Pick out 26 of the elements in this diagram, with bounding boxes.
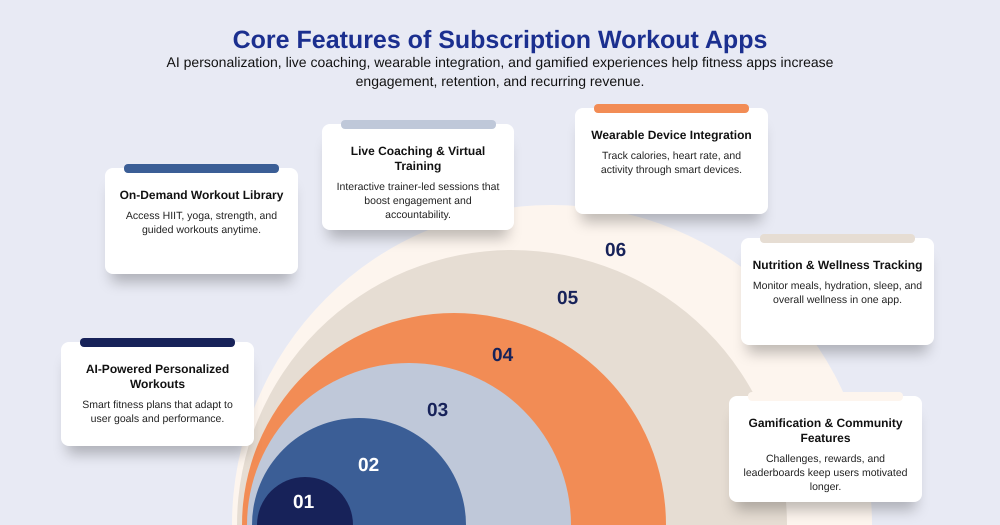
card-description: Challenges, rewards, and leaderboards keep users motivated longer. <box>742 452 908 494</box>
title: Core Features of Subscription Workout Apps <box>232 26 768 55</box>
feature-card <box>105 168 298 274</box>
card-description: Smart fitness plans that adapt to user goals and performance. <box>81 398 234 426</box>
card-heading: Gamification & Community Features <box>747 416 904 446</box>
card-description: Access HIIT, yoga, strength, and guided workouts anytime. <box>124 209 278 237</box>
step-number: 04 <box>492 345 514 367</box>
step-number: 03 <box>427 400 448 422</box>
feature-card <box>729 396 922 502</box>
card-heading: Live Coaching & Virtual Training <box>350 144 486 174</box>
step-number: 01 <box>293 492 314 514</box>
card-heading: Nutrition & Wellness Tracking <box>752 258 924 273</box>
card-heading: Wearable Device Integration <box>590 128 753 143</box>
card-heading: On-Demand Workout Library <box>118 188 284 203</box>
card-description: Interactive trainer-led sessions that boost engagement and accountability. <box>336 180 500 222</box>
card-description: Track calories, heart rate, and activity through smart devices. <box>600 149 744 177</box>
card-heading: AI-Powered Personalized Workouts <box>84 362 230 392</box>
step-number: 05 <box>557 288 578 310</box>
feature-card <box>61 342 254 446</box>
subtitle: AI personalization, live coaching, wearable integration, and gamified experiences help fitness apps increase engagement, retention, and recurring revenue. <box>166 54 834 91</box>
card-description: Monitor meals, hydration, sleep, and overall wellness in one app. <box>752 279 924 307</box>
feature-card <box>322 124 514 230</box>
feature-card <box>741 238 934 345</box>
step-number: 06 <box>605 240 626 262</box>
step-number: 02 <box>358 455 380 477</box>
feature-card <box>575 108 768 214</box>
